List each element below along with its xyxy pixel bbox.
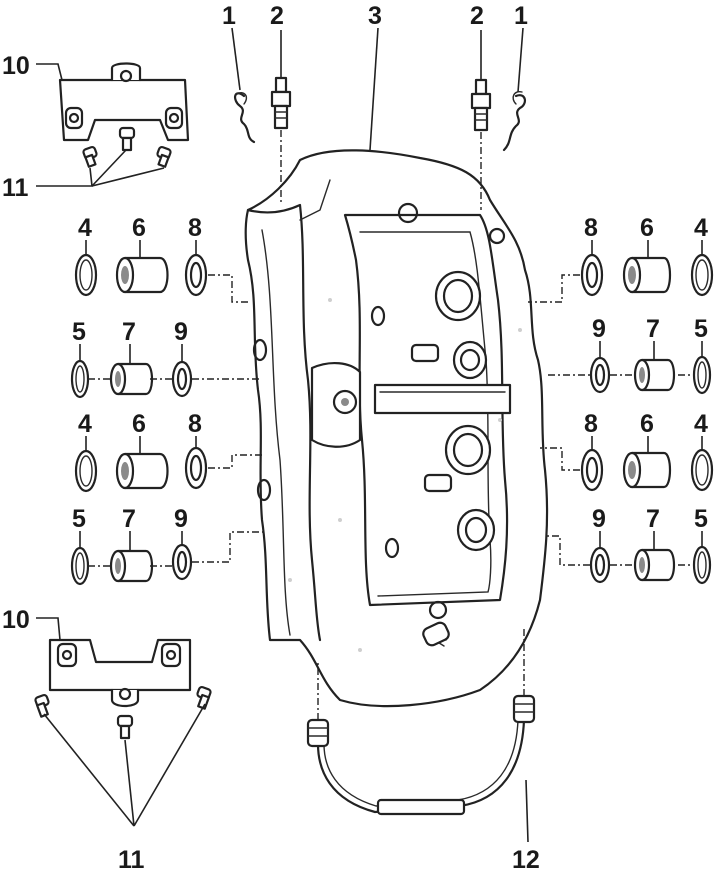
label-part-1-left: 1 [222, 2, 236, 30]
right-row-a-ring-piston-seal [528, 253, 714, 303]
label-part-8-left-a: 8 [188, 214, 202, 242]
label-part-8-right-a: 8 [584, 214, 598, 242]
label-part-7-right-b: 7 [646, 315, 660, 343]
label-part-11-top: 11 [2, 174, 29, 202]
left-row-b-seal-piston-ring [70, 359, 260, 399]
pad-retainer-plate-bottom [48, 638, 192, 708]
piston-bores [434, 270, 496, 552]
label-part-5-left-d: 5 [72, 505, 86, 533]
left-row-a-seal-piston-ring [74, 253, 248, 303]
bleed-screw-right [470, 78, 492, 132]
bleed-screw-left [270, 76, 292, 130]
spring-clip-left [234, 92, 256, 144]
label-part-9-right-b: 9 [592, 315, 606, 343]
label-part-5-right-b: 5 [694, 315, 708, 343]
label-part-9-left-b: 9 [174, 318, 188, 346]
label-part-4-left-c: 4 [78, 410, 92, 438]
label-part-5-right-d: 5 [694, 505, 708, 533]
label-part-4-left-a: 4 [78, 214, 92, 242]
label-part-9-left-d: 9 [174, 505, 188, 533]
label-part-9-right-d: 9 [592, 505, 606, 533]
label-part-8-right-c: 8 [584, 410, 598, 438]
label-part-4-right-a: 4 [694, 214, 708, 242]
label-part-6-right-a: 6 [640, 214, 654, 242]
spring-clip-right [502, 90, 526, 152]
right-row-c-ring-piston-seal [540, 447, 714, 492]
label-part-11-bottom: 11 [118, 846, 145, 874]
crossover-brake-pipe [306, 628, 536, 816]
label-part-2-right: 2 [470, 2, 484, 30]
leader-lines [36, 27, 703, 843]
label-part-10-top: 10 [2, 52, 30, 80]
label-part-8-left-c: 8 [188, 410, 202, 438]
screws-top [82, 126, 172, 168]
right-row-d-ring-piston-seal [545, 535, 712, 585]
label-part-10-bottom: 10 [2, 606, 30, 634]
label-part-6-left-a: 6 [132, 214, 146, 242]
label-part-7-left-d: 7 [122, 505, 136, 533]
label-part-3: 3 [368, 2, 382, 30]
label-part-4-right-c: 4 [694, 410, 708, 438]
label-part-12: 12 [512, 846, 540, 874]
caliper-housing [244, 149, 549, 708]
pad-retainer-plate-top [58, 62, 190, 142]
left-row-d-seal-piston-ring [70, 531, 266, 586]
part-number-labels: 1 2 3 2 1 10 11 4 6 8 5 7 9 4 6 8 5 7 9 … [2, 2, 708, 874]
label-part-6-left-c: 6 [132, 410, 146, 438]
right-row-b-ring-piston-seal [548, 355, 712, 395]
label-part-1-right: 1 [514, 2, 528, 30]
left-row-c-seal-piston-ring [74, 446, 262, 493]
label-part-5-left-b: 5 [72, 318, 86, 346]
screws-bottom [34, 685, 212, 740]
label-part-2-left: 2 [270, 2, 284, 30]
label-part-7-left-b: 7 [122, 318, 136, 346]
label-part-7-right-d: 7 [646, 505, 660, 533]
label-part-6-right-c: 6 [640, 410, 654, 438]
